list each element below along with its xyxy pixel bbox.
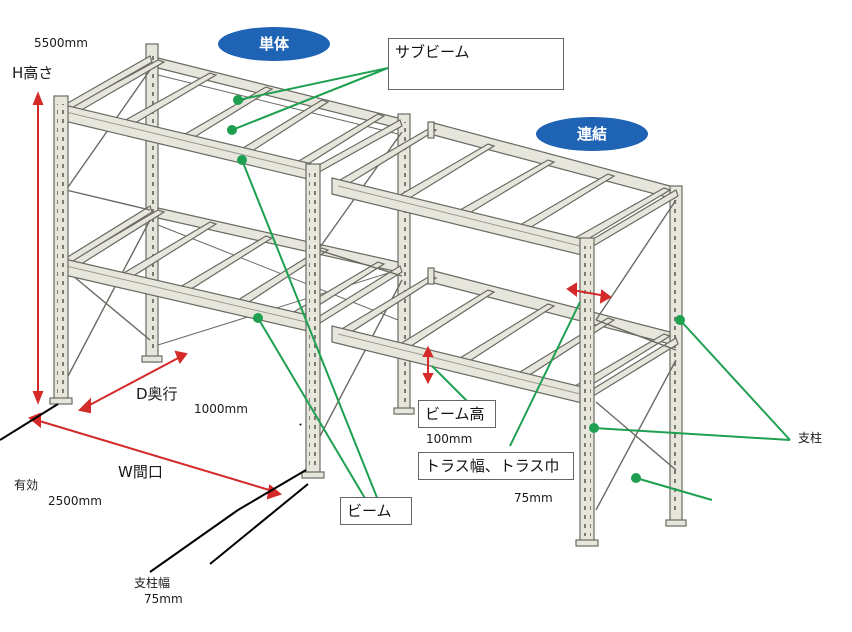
depth-value: 1000mm	[194, 402, 248, 416]
leader-lines	[227, 67, 791, 501]
height-label: H高さ	[12, 64, 54, 82]
linked-badge: 連結	[536, 117, 648, 151]
truss-width-value: 75mm	[514, 491, 553, 505]
post-width-label: 支柱幅	[134, 576, 171, 590]
beam-height-callout: ビーム高	[418, 400, 496, 428]
single-badge: 単体	[218, 27, 330, 61]
sub-beam-callout: サブビーム	[388, 38, 564, 90]
extension-lines	[0, 403, 309, 573]
beam-height-value: 100mm	[426, 432, 473, 446]
depth-label: D奥行	[136, 385, 178, 403]
width-value: 2500mm	[48, 494, 102, 508]
beam-callout: ビーム	[340, 497, 412, 525]
truss-width-callout: トラス幅、トラス巾	[418, 452, 574, 480]
single-rack	[49, 43, 415, 479]
post-width-value: 75mm	[144, 592, 183, 606]
post-label: 支柱	[798, 431, 823, 445]
effective-label: 有効	[14, 478, 39, 492]
height-value: 5500mm	[34, 36, 88, 50]
linked-rack	[331, 121, 687, 547]
width-label: W間口	[118, 463, 163, 481]
